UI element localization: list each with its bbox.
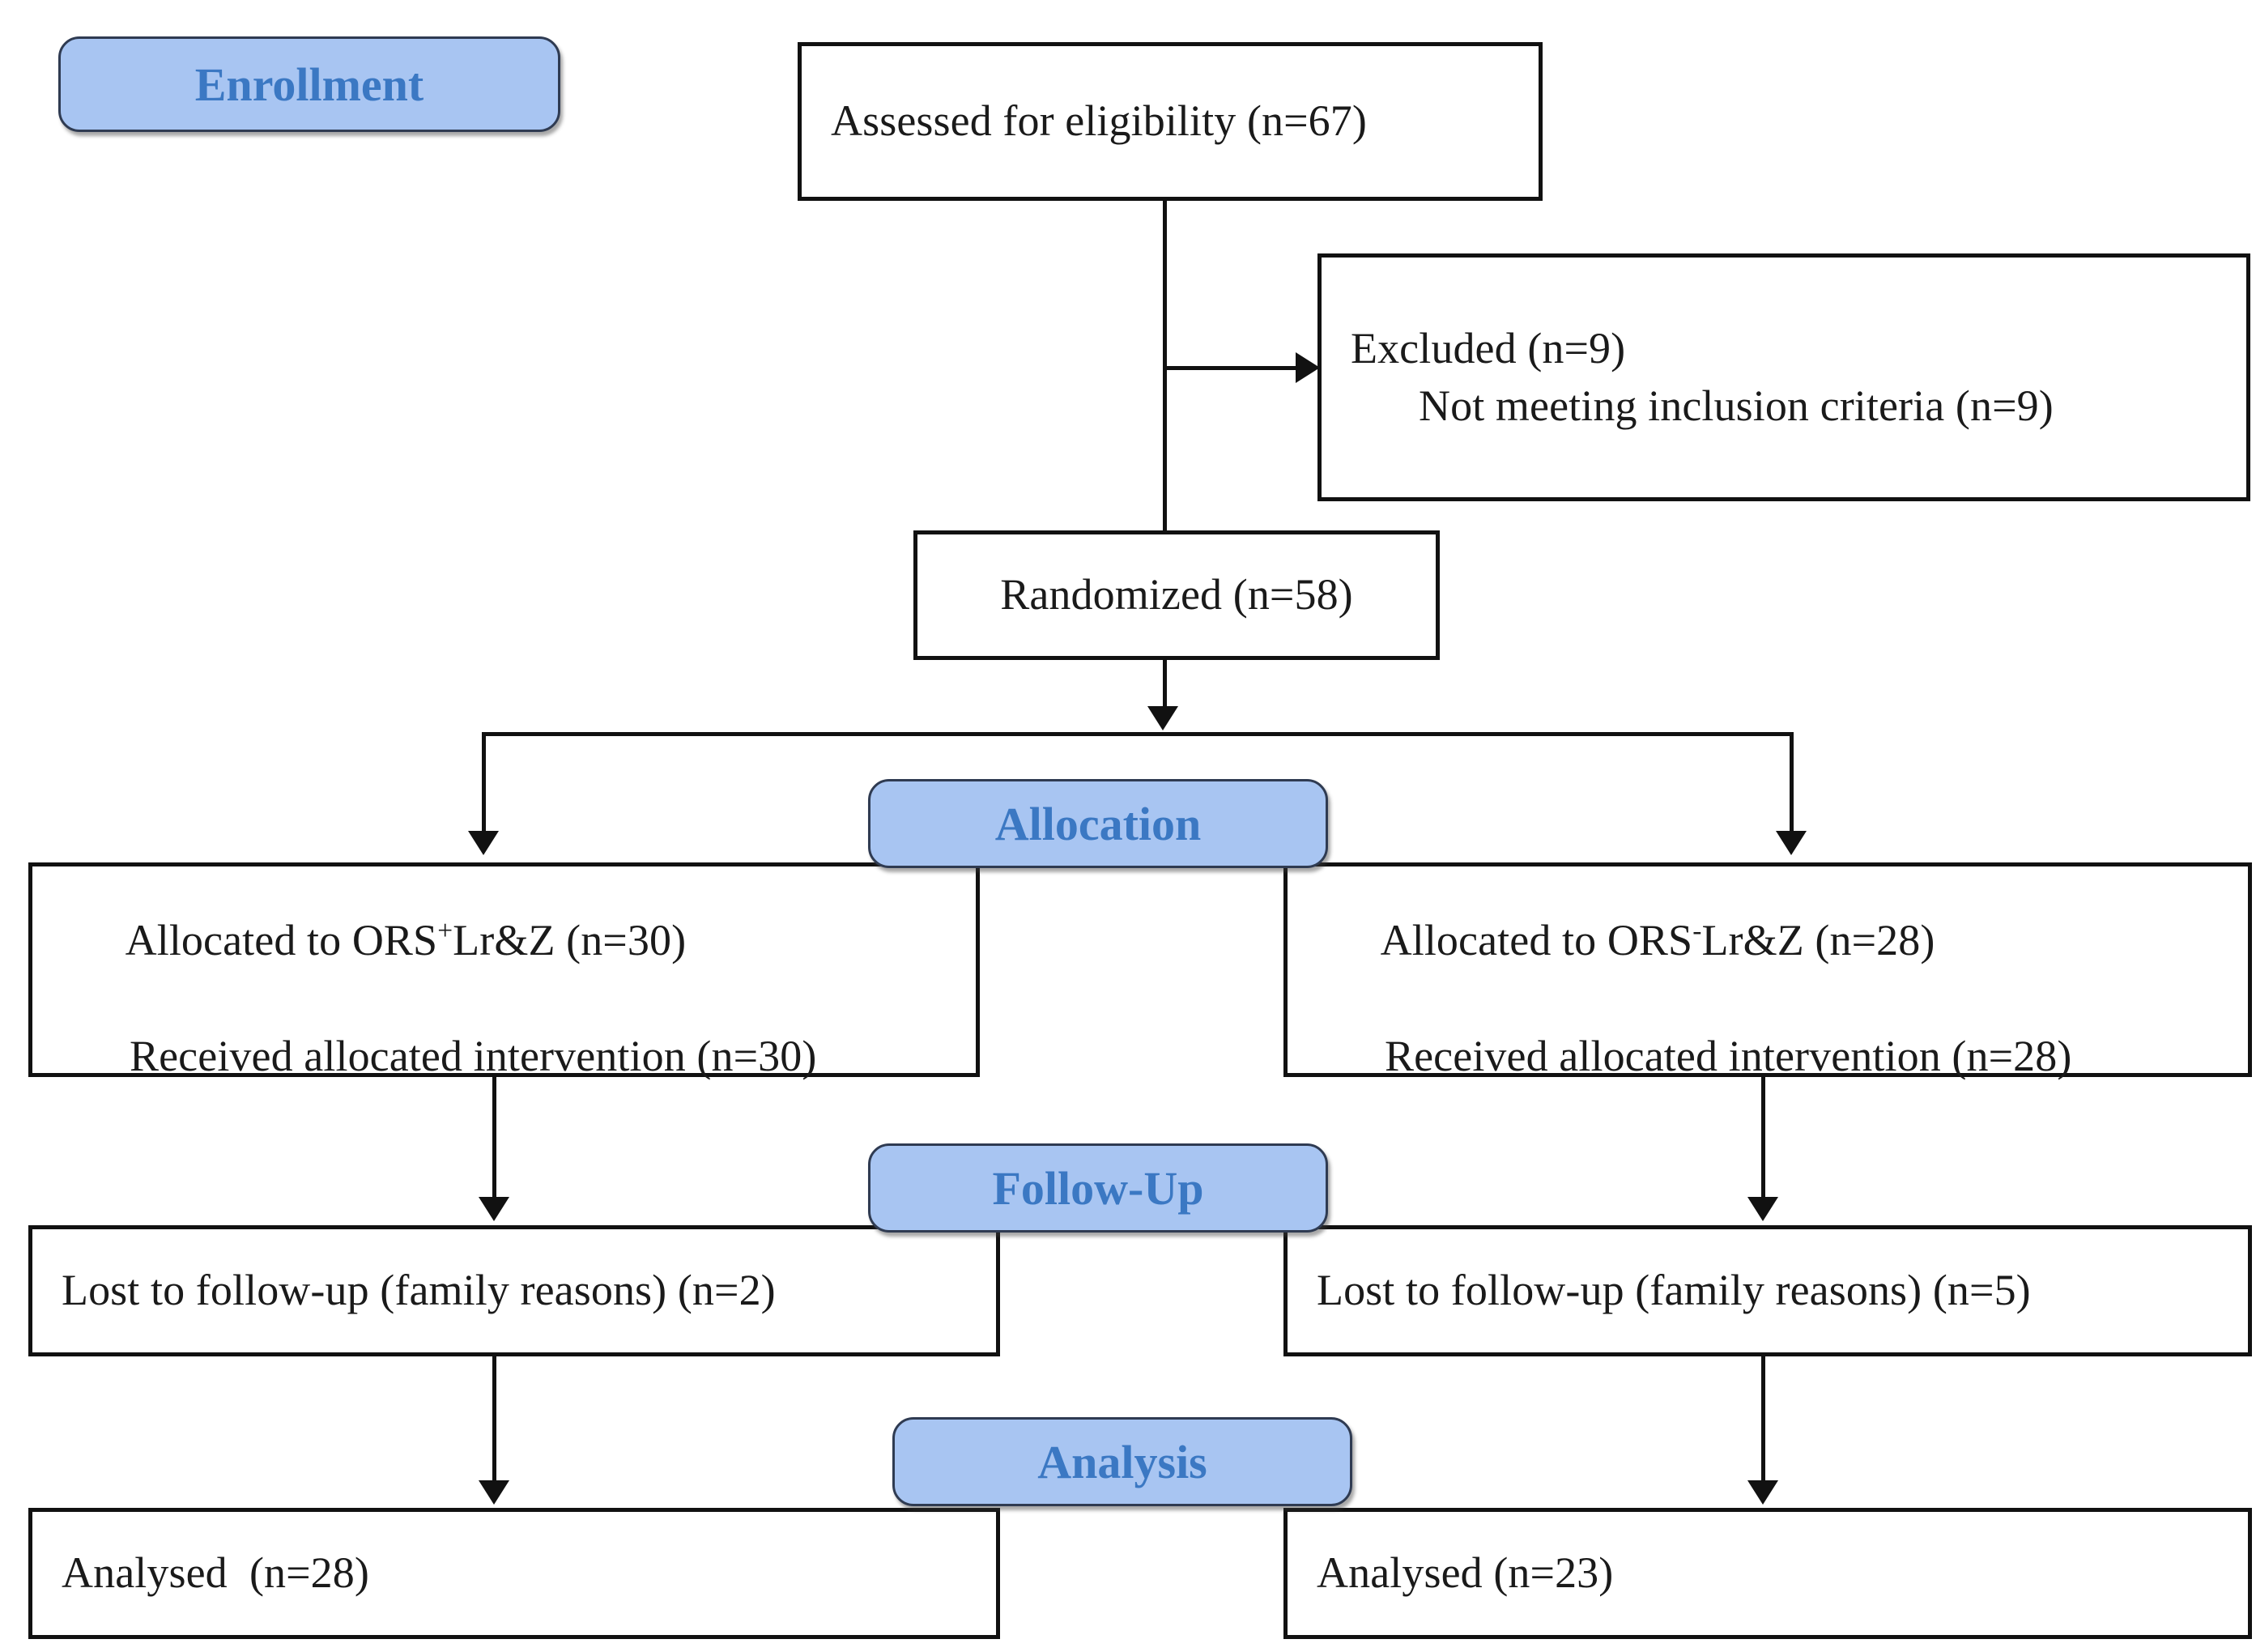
allocated-right-sign: - — [1692, 916, 1702, 947]
stage-label-analysis: Analysis — [892, 1417, 1352, 1506]
arrow-allocation-left-icon — [468, 831, 499, 855]
node-followup-left: Lost to follow-up (family reasons) (n=2) — [28, 1225, 1000, 1356]
excluded-line-2: Not meeting inclusion criteria (n=9) — [1419, 381, 2054, 430]
arrow-allocation-right-icon — [1776, 831, 1807, 855]
stage-label-follow-up: Follow-Up — [868, 1143, 1328, 1233]
followup-right-line-1: Lost to follow-up (family reasons) (n=5) — [1317, 1266, 2031, 1315]
allocated-left-prefix: Allocated to ORS — [125, 916, 438, 965]
connector-followup-right-to-analysis — [1761, 1356, 1765, 1486]
connector-allocation-split-bar — [482, 732, 1794, 736]
arrow-analysis-right-icon — [1747, 1480, 1778, 1505]
node-followup-right: Lost to follow-up (family reasons) (n=5) — [1283, 1225, 2252, 1356]
analysed-left-line-1: Analysed (n=28) — [62, 1548, 369, 1598]
connector-followup-left-to-analysis — [492, 1356, 496, 1486]
excluded-line-1: Excluded (n=9) — [1351, 323, 1626, 373]
node-randomized: Randomized (n=58) — [913, 530, 1440, 660]
connector-to-excluded — [1163, 366, 1299, 370]
assessed-line-1: Assessed for eligibility (n=67) — [831, 96, 1367, 146]
allocated-right-suffix: Lr&Z (n=28) — [1701, 916, 1935, 965]
arrow-followup-right-icon — [1747, 1197, 1778, 1221]
connector-alloc-left-to-followup — [492, 1077, 496, 1203]
allocated-right-line-2: Received allocated intervention (n=28) — [1385, 1031, 2072, 1080]
arrow-to-excluded-icon — [1296, 352, 1320, 383]
arrow-analysis-left-icon — [479, 1480, 509, 1505]
stage-label-follow-up-text: Follow-Up — [992, 1161, 1204, 1215]
analysed-right-line-1: Analysed (n=23) — [1317, 1548, 1614, 1598]
stage-label-allocation-text: Allocation — [994, 797, 1202, 850]
stage-label-analysis-text: Analysis — [1037, 1435, 1207, 1488]
allocated-left-suffix: Lr&Z (n=30) — [453, 916, 687, 965]
connector-allocation-right-leg — [1790, 732, 1794, 837]
stage-label-allocation: Allocation — [868, 779, 1328, 868]
allocated-right-prefix: Allocated to ORS — [1380, 916, 1693, 965]
node-allocated-right: Allocated to ORS-Lr&Z (n=28) Received al… — [1283, 862, 2252, 1080]
stage-label-enrollment-text: Enrollment — [194, 57, 424, 111]
allocated-left-line-2: Received allocated intervention (n=30) — [130, 1031, 817, 1080]
connector-randomized-down — [1163, 660, 1167, 710]
node-analysed-left: Analysed (n=28) — [28, 1508, 1000, 1639]
connector-alloc-right-to-followup — [1761, 1077, 1765, 1203]
connector-allocation-left-leg — [482, 732, 486, 837]
node-excluded: Excluded (n=9) Not meeting inclusion cri… — [1317, 253, 2250, 501]
allocated-left-line-1: Allocated to ORS+Lr&Z (n=30) — [32, 854, 976, 1028]
randomized-line-1: Randomized (n=58) — [1000, 570, 1353, 620]
allocated-left-sign: + — [437, 916, 453, 947]
stage-label-enrollment: Enrollment — [58, 36, 560, 132]
arrow-randomized-split-icon — [1147, 706, 1178, 730]
node-assessed-for-eligibility: Assessed for eligibility (n=67) — [798, 42, 1543, 201]
arrow-followup-left-icon — [479, 1197, 509, 1221]
followup-left-line-1: Lost to follow-up (family reasons) (n=2) — [62, 1266, 776, 1315]
node-allocated-left: Allocated to ORS+Lr&Z (n=30) Received al… — [28, 862, 980, 1080]
node-analysed-right: Analysed (n=23) — [1283, 1508, 2252, 1639]
allocated-right-line-1: Allocated to ORS-Lr&Z (n=28) — [1288, 854, 2248, 1028]
